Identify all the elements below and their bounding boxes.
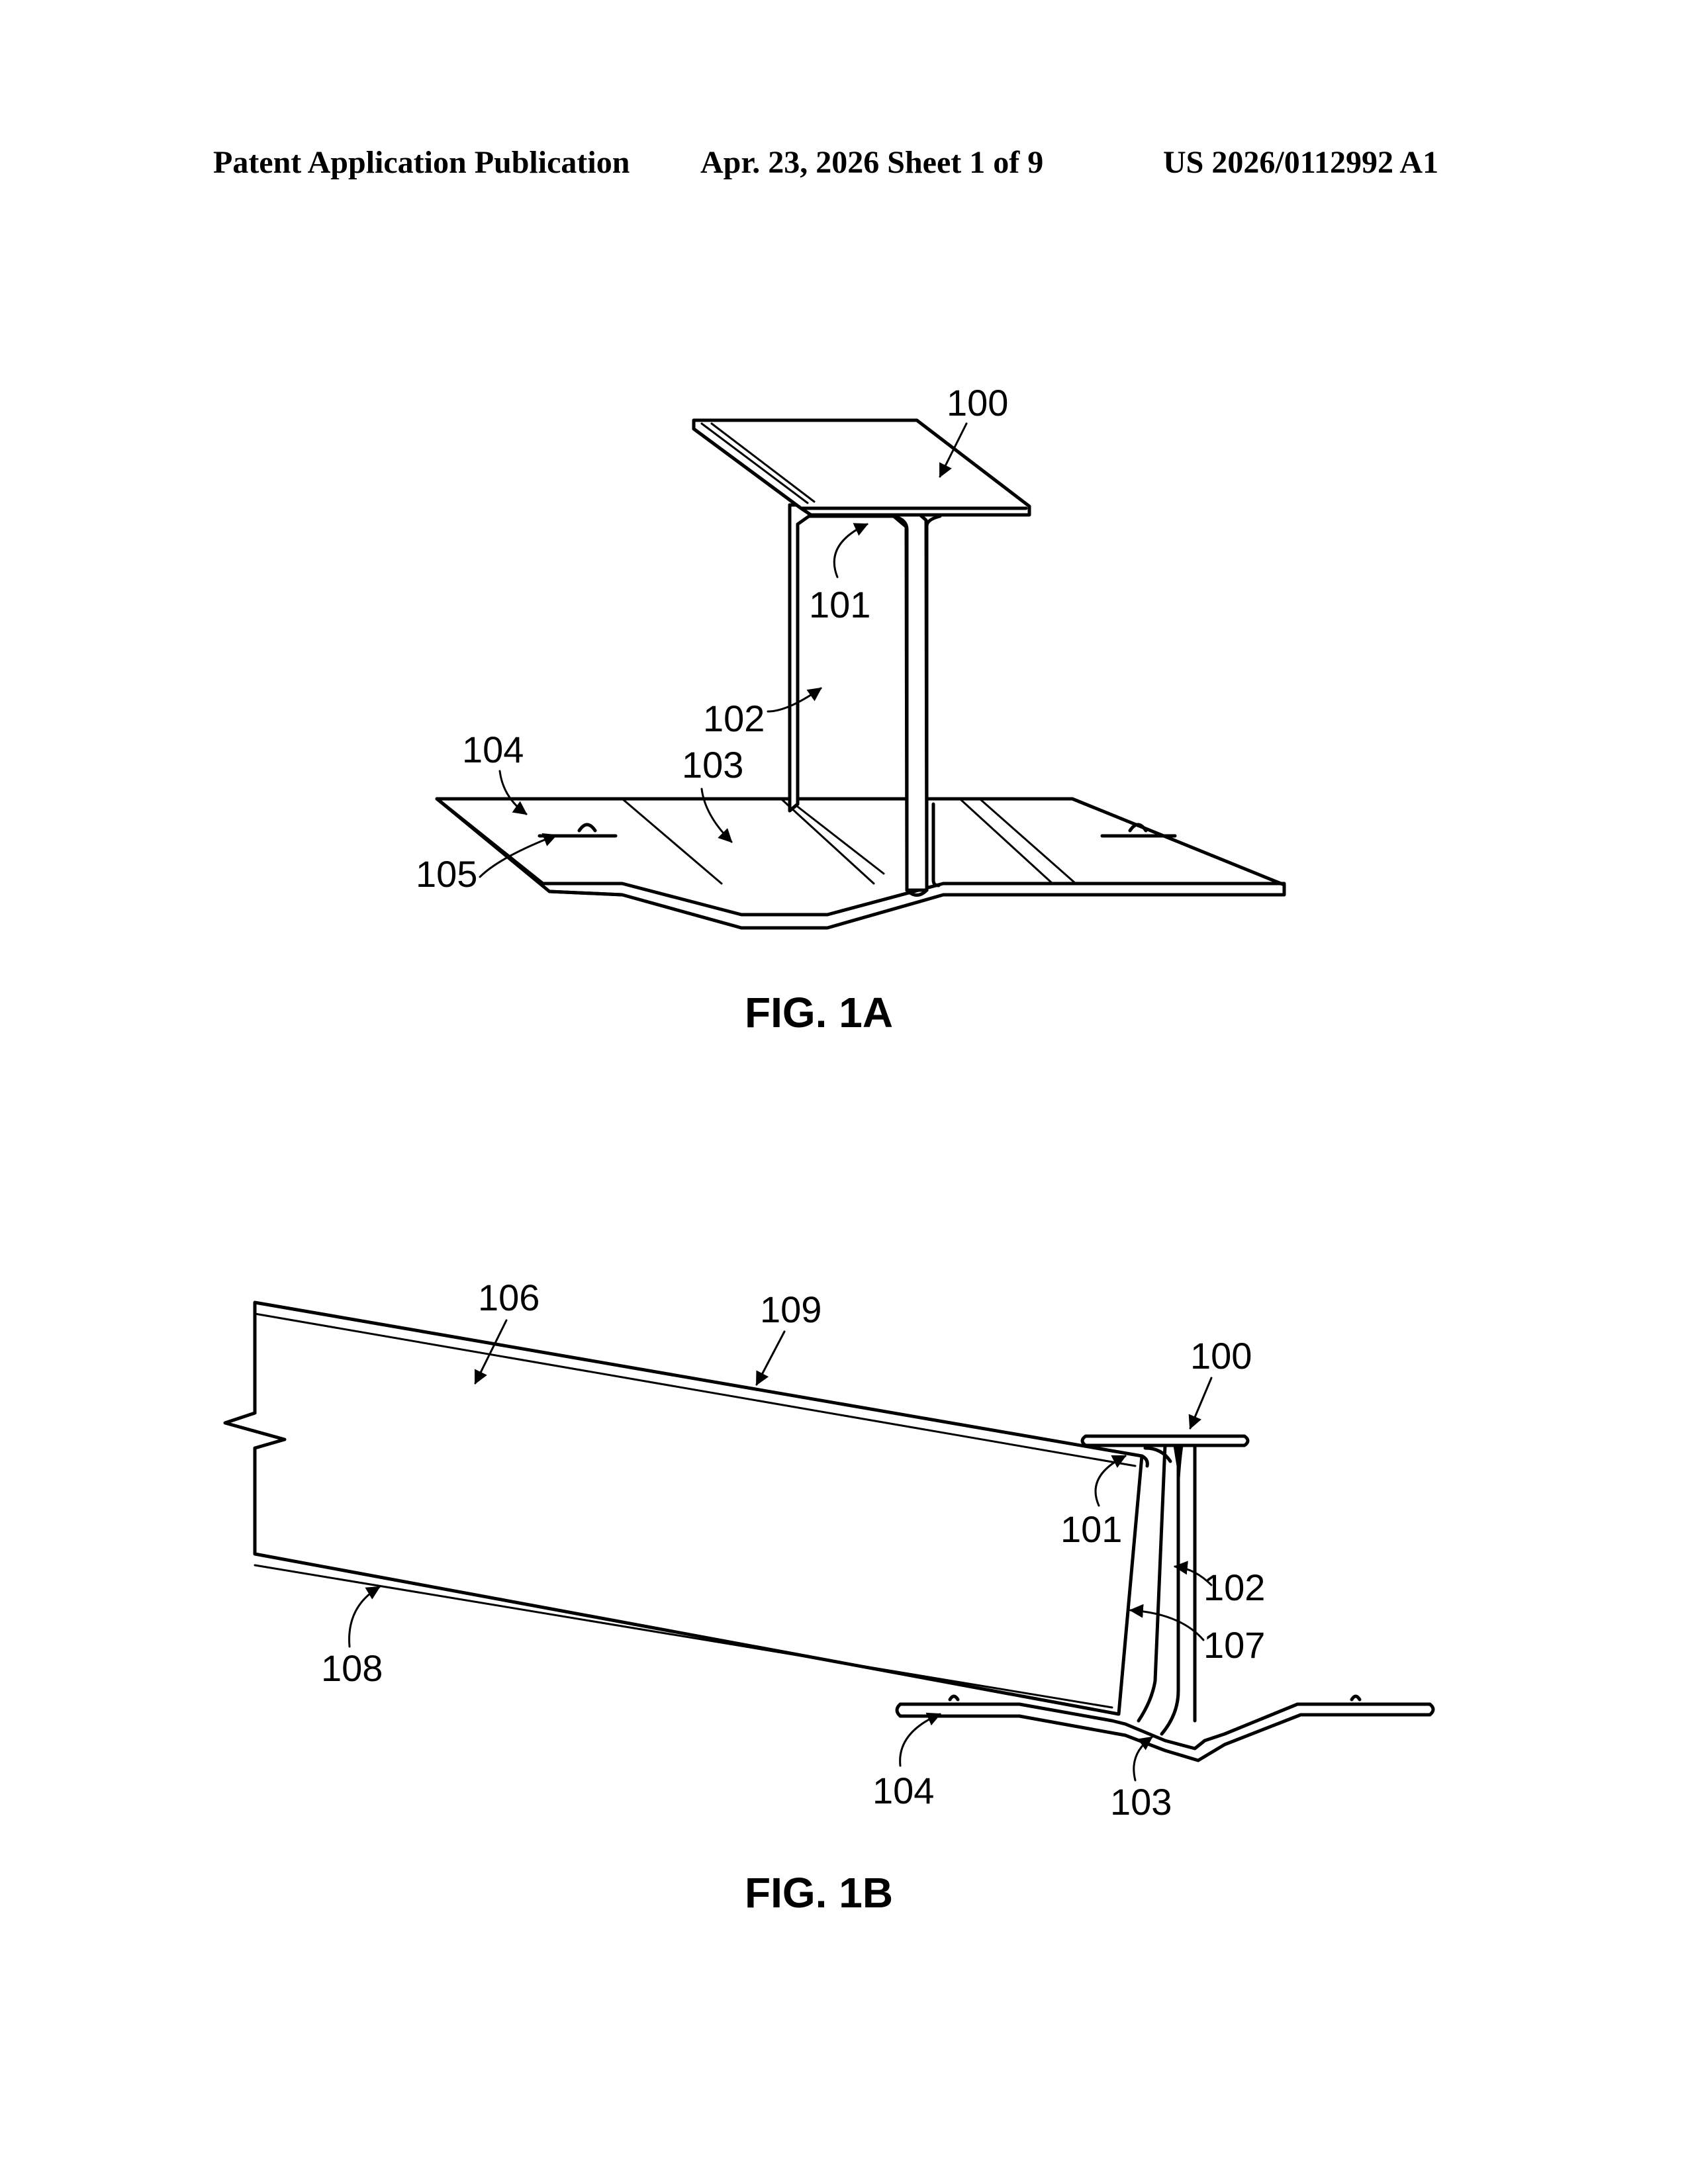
leader-101 xyxy=(834,524,867,577)
ref-102: 102 xyxy=(703,698,765,739)
ref-109: 109 xyxy=(760,1289,821,1330)
figure-1b-caption: FIG. 1B xyxy=(745,1869,893,1917)
ref-104: 104 xyxy=(872,1770,934,1811)
ref-103: 103 xyxy=(682,744,743,786)
figure-1a-caption: FIG. 1A xyxy=(745,989,893,1036)
ref-104: 104 xyxy=(462,729,524,770)
base-flange xyxy=(437,799,1284,928)
ref-106: 106 xyxy=(478,1277,539,1318)
leader-109 xyxy=(757,1332,784,1385)
ref-101: 101 xyxy=(809,584,870,625)
ref-108: 108 xyxy=(321,1647,383,1689)
vertical-web xyxy=(1139,1445,1195,1734)
leader-107 xyxy=(1131,1610,1203,1640)
ref-105: 105 xyxy=(416,853,477,895)
figure-1a: 100 101 102 104 103 105 FIG. 1A xyxy=(416,382,1284,1036)
top-flange xyxy=(694,420,1029,515)
ref-103: 103 xyxy=(1110,1781,1172,1823)
ref-101: 101 xyxy=(1060,1508,1122,1550)
ref-102: 102 xyxy=(1203,1567,1265,1608)
ref-100: 100 xyxy=(947,382,1008,424)
leader-104 xyxy=(900,1714,940,1766)
leader-108 xyxy=(350,1587,379,1647)
ref-100: 100 xyxy=(1190,1335,1252,1377)
ref-107: 107 xyxy=(1203,1624,1265,1666)
figure-1b: 106 109 100 101 102 107 108 104 103 FIG.… xyxy=(225,1277,1433,1917)
leader-100 xyxy=(1190,1378,1211,1428)
